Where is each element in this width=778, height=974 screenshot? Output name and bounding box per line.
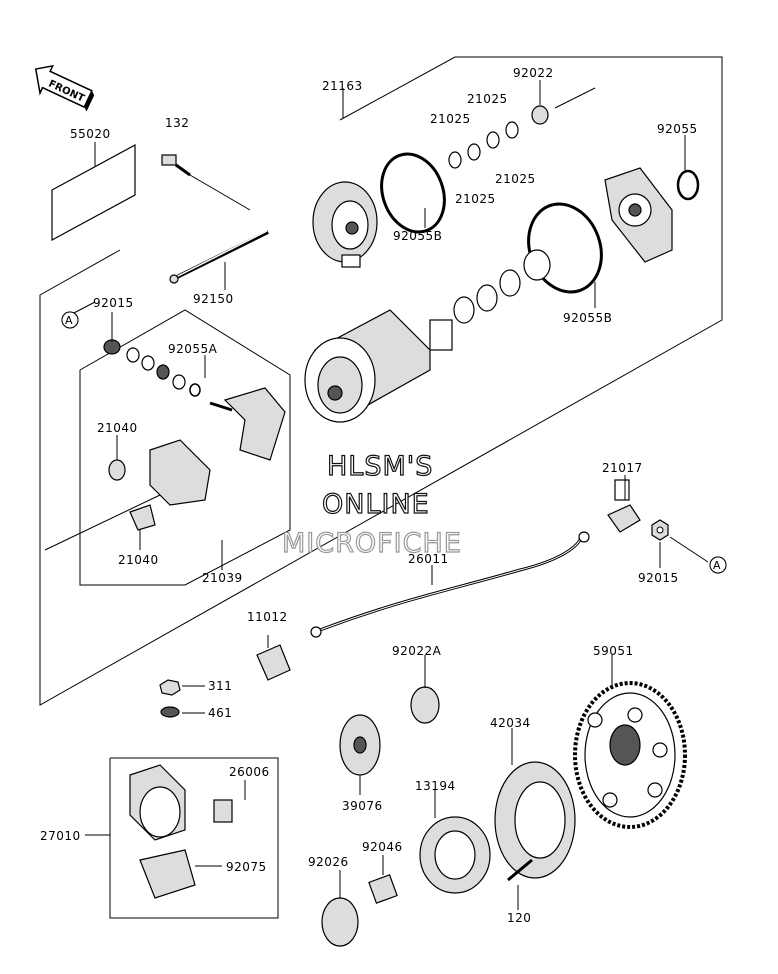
nut-311-icon bbox=[159, 679, 181, 696]
front-cover-icon bbox=[604, 167, 673, 263]
watermark-line-2: ONLINE bbox=[322, 489, 430, 520]
ref-marker-right-label: A bbox=[713, 559, 721, 572]
label-92055b-top: 92055B bbox=[393, 229, 442, 243]
watermark-line-3: MICROFICHE bbox=[282, 528, 462, 559]
label-92055b-bottom: 92055B bbox=[563, 311, 612, 325]
label-92022a: 92022A bbox=[392, 644, 442, 658]
watermark: HLSM'S ONLINE MICROFICHE bbox=[281, 450, 462, 559]
label-92075: 92075 bbox=[226, 860, 267, 874]
label-55020: 55020 bbox=[70, 127, 111, 141]
label-27010: 27010 bbox=[40, 829, 81, 843]
washer-92026-icon bbox=[321, 897, 359, 947]
label-92015-right: 92015 bbox=[638, 571, 679, 585]
label-21017: 21017 bbox=[602, 461, 643, 475]
watermark-line-1: HLSM'S bbox=[327, 451, 433, 482]
label-92015-left: 92015 bbox=[93, 296, 134, 310]
label-26011: 26011 bbox=[408, 552, 449, 566]
oring-92055b-top-icon bbox=[380, 152, 446, 234]
label-21040-top: 21040 bbox=[97, 421, 138, 435]
label-59051: 59051 bbox=[593, 644, 634, 658]
label-92026: 92026 bbox=[308, 855, 349, 869]
motor-body-icon bbox=[304, 309, 453, 423]
label-13194: 13194 bbox=[415, 779, 456, 793]
washer-461-icon bbox=[160, 706, 180, 718]
label-39076: 39076 bbox=[342, 799, 383, 813]
label-92055: 92055 bbox=[657, 122, 698, 136]
bearing-92046-icon bbox=[368, 874, 398, 904]
label-21025-a: 21025 bbox=[467, 92, 508, 106]
label-21040-bottom: 21040 bbox=[118, 553, 159, 567]
label-21025-d: 21025 bbox=[455, 192, 496, 206]
bolt-120-icon bbox=[507, 858, 533, 882]
label-92150: 92150 bbox=[193, 292, 234, 306]
cable-26011-icon bbox=[310, 531, 590, 638]
label-21025-c: 21025 bbox=[495, 172, 536, 186]
label-21025-b: 21025 bbox=[430, 112, 471, 126]
label-92022: 92022 bbox=[513, 66, 554, 80]
washers-21025-icon bbox=[448, 105, 549, 169]
assembly-outline bbox=[39, 56, 723, 919]
label-21163: 21163 bbox=[322, 79, 363, 93]
washer-92022a-icon bbox=[410, 686, 440, 724]
gear-59051-icon bbox=[573, 681, 687, 829]
clutch-13194-icon bbox=[419, 816, 491, 894]
terminal-boot-21017-icon bbox=[607, 479, 641, 533]
label-132: 132 bbox=[165, 116, 189, 130]
relay-27010-icon bbox=[129, 764, 196, 899]
label-120: 120 bbox=[507, 911, 531, 925]
label-21039: 21039 bbox=[202, 571, 243, 585]
bolt-132-icon bbox=[161, 154, 251, 211]
label-42034: 42034 bbox=[490, 716, 531, 730]
label-26006: 26006 bbox=[229, 765, 270, 779]
oring-92055-icon bbox=[676, 169, 700, 201]
front-washers-icon bbox=[453, 249, 551, 324]
label-311: 311 bbox=[208, 679, 232, 693]
label-sheet-55020 bbox=[51, 142, 136, 242]
fuse-26006-icon bbox=[213, 799, 233, 823]
cap-11012-icon bbox=[256, 635, 291, 681]
label-92055a: 92055A bbox=[168, 342, 218, 356]
ref-marker-right: A bbox=[709, 556, 727, 574]
starter-clutch-42034-icon bbox=[494, 761, 576, 879]
label-461: 461 bbox=[208, 706, 232, 720]
idler-gear-39076-icon bbox=[339, 714, 381, 795]
ref-marker-left-label: A bbox=[65, 314, 73, 327]
long-bolt-92150-icon bbox=[169, 230, 269, 284]
label-11012: 11012 bbox=[247, 610, 288, 624]
ref-marker-left: A bbox=[61, 311, 79, 329]
front-arrow-icon: FRONT bbox=[34, 64, 95, 112]
label-92046: 92046 bbox=[362, 840, 403, 854]
oring-92055b-bottom-icon bbox=[527, 202, 603, 294]
rear-cover-icon bbox=[312, 181, 378, 268]
part-labels: 55020 132 21163 92022 21025 21025 21025 … bbox=[40, 66, 698, 925]
